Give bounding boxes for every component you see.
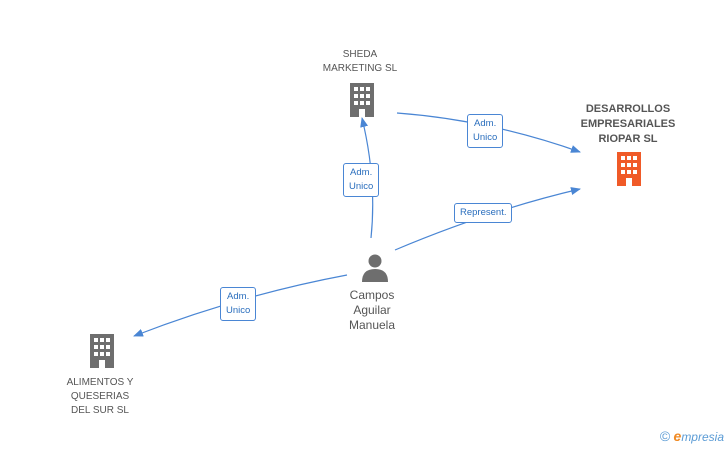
edge-label-campos-desarrollos: Represent. bbox=[454, 203, 513, 223]
building-icon[interactable] bbox=[347, 83, 377, 119]
node-label-alimentos: ALIMENTOS Y QUESERIAS DEL SUR SL bbox=[66, 377, 134, 416]
building-icon-highlight[interactable] bbox=[614, 152, 644, 188]
node-label-sheda: SHEDA MARKETING SL bbox=[322, 49, 398, 74]
edge-label-campos-sheda: Adm. Unico bbox=[343, 163, 380, 197]
copyright-symbol: © bbox=[659, 428, 671, 444]
node-label-desarrollos: DESARROLLOS EMPRESARIALES RIOPAR SL bbox=[580, 103, 676, 145]
empresia-logo: © empresia bbox=[660, 428, 724, 444]
edge-label-sheda-desarrollos: Adm. Unico bbox=[467, 114, 504, 148]
edge-label-campos-alimentos: Adm. Unico bbox=[220, 287, 257, 321]
node-label-campos: Campos Aguilar Manuela bbox=[348, 288, 396, 332]
building-icon[interactable] bbox=[87, 334, 117, 370]
person-icon[interactable] bbox=[360, 253, 390, 283]
brand-e: e bbox=[673, 428, 682, 444]
brand-rest: mpresia bbox=[681, 430, 724, 444]
